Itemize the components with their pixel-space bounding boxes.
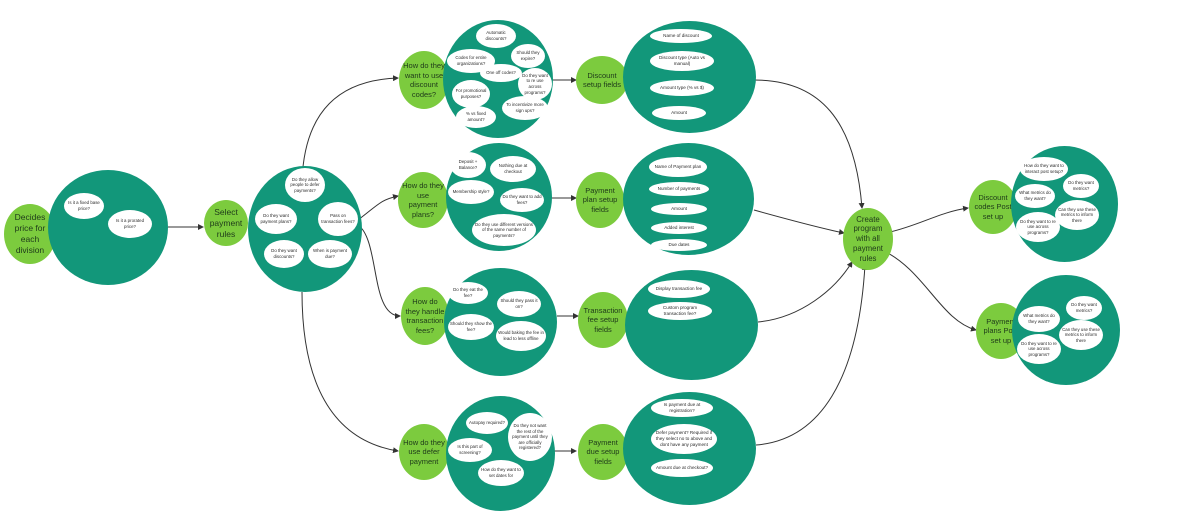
edge-planfields-to-create: [753, 209, 845, 235]
discounts-question-bubble: Do they want discounts?: [264, 240, 304, 268]
plan-amount-field: Amount: [651, 203, 707, 215]
discount-codes-post-setup-node: Discount codes Post set up: [969, 180, 1017, 234]
discount-codes-question-node: How do they want to use discount codes?: [399, 51, 449, 109]
add-fees-bubble: Do they want to add fees?: [500, 188, 544, 212]
transaction-fee-setup-fields-node: Transaction fee setup fields: [578, 292, 628, 348]
edge-rules-to-fees: [357, 224, 401, 319]
due-question-bubble: When is payment due?: [308, 240, 352, 268]
discount-type-field: Discount type (Auto vs manual): [650, 51, 714, 71]
payment-plans-question-node: How do they use payment plans?: [398, 172, 448, 228]
amount-due-field: Amount due at checkout?: [651, 459, 713, 477]
edge-duefields-to-create: [755, 264, 868, 446]
display-fee-field: Display transaction fee: [648, 280, 710, 298]
defer-question-bubble: Do they allow people to defer payments?: [285, 168, 325, 202]
added-interest-field: Added interest: [651, 222, 707, 234]
transaction-fees-question-node: How do they handle transaction fees?: [401, 287, 449, 345]
due-at-registration-field: Is payment due at registration?: [651, 399, 713, 417]
which-metrics-bubble-2: What metrics do they want?: [1018, 306, 1060, 332]
discount-name-field: Name of discount: [650, 29, 712, 43]
baking-fee-bubble: Would baking the fee in lead to less off…: [496, 321, 546, 351]
expire-bubble: Should they expire?: [511, 44, 545, 68]
deposit-balance-bubble: Deposit + Balance?: [450, 152, 486, 178]
interact-post-setup-bubble: How do they want to interact post setup?: [1020, 157, 1068, 181]
payment-due-setup-fields-node: Payment due setup fields: [578, 424, 628, 480]
custom-fee-field: Custom program transaction fee?: [648, 302, 712, 320]
set-dates-bubble: How do they want to set dates for: [478, 460, 524, 486]
edge-rules-to-defer: [301, 291, 399, 454]
reuse-post-bubble-1: Do they want to re use across programs?: [1016, 212, 1060, 242]
eat-fee-bubble: Do they eat the fee?: [448, 282, 488, 304]
amount-type-field: Amount type (% vs $): [650, 80, 714, 96]
one-off-codes-bubble: One off codes?: [480, 64, 522, 82]
decides-price-node: Decides price for each division: [4, 204, 56, 264]
show-fee-bubble: Should they show the fee?: [448, 314, 494, 340]
pass-on-bubble: Should they pass it on?: [497, 291, 541, 317]
want-metrics-bubble-2: Do they want metrics?: [1066, 296, 1102, 320]
inform-metrics-bubble-1: Can they use these metrics to inform the…: [1055, 200, 1099, 230]
screening-bubble: Is this part of screening?: [448, 438, 492, 462]
select-payment-rules-node: Select payment rules: [204, 200, 248, 246]
edge-create-to-planspost: [881, 249, 977, 332]
fixed-price-bubble: Is it a fixed base price?: [64, 193, 104, 219]
which-metrics-bubble-1: What metrics do they want?: [1015, 184, 1055, 208]
due-dates-field: Due dates: [651, 239, 707, 251]
edge-rules-to-discount: [301, 75, 399, 181]
promotional-bubble: For promotional purposes?: [452, 80, 490, 108]
edge-rules-to-plans: [357, 194, 399, 221]
discount-setup-fields-node: Discount setup fields: [576, 56, 628, 104]
plan-name-field: Name of Payment plan: [649, 157, 707, 177]
officially-registered-bubble: Do they not want the rest of the payment…: [508, 413, 552, 461]
defer-payment-question-node: How do they use defer payment: [399, 424, 449, 480]
number-of-payments-field: Number of payments: [649, 182, 709, 196]
different-versions-bubble: Do they use different versions of the sa…: [472, 214, 536, 246]
fees-question-bubble: Pass on transaction fees?: [318, 202, 358, 236]
membership-bubble: Membership style?: [448, 180, 494, 204]
percent-fixed-bubble: % vs fixed amount?: [456, 106, 496, 128]
edge-create-to-discountpost: [889, 205, 969, 233]
autopay-bubble: Autopay required?: [466, 412, 508, 434]
defer-payment-field: Defer payment? Required if they select n…: [651, 424, 717, 454]
create-program-node: Create program with all payment rules: [843, 208, 893, 270]
reuse-post-bubble-2: Do they want to re use across programs?: [1017, 334, 1061, 364]
incentivize-bubble: To incentivize more sign ups?: [502, 96, 548, 120]
automatic-discounts-bubble: Automatic discounts?: [476, 24, 516, 48]
reuse-programs-bubble: Do they want to re use across programs?: [518, 68, 552, 100]
want-metrics-bubble-1: Do they want metrics?: [1063, 174, 1099, 198]
discount-amount-field: Amount: [652, 106, 706, 120]
plans-question-bubble: Do they want payment plans?: [255, 204, 297, 234]
edge-discountfields-to-create: [753, 79, 865, 209]
payment-plan-setup-fields-node: Payment plan setup fields: [576, 172, 624, 228]
nothing-due-bubble: Nothing due at checkout: [490, 156, 536, 182]
prorated-price-bubble: Is it a prorated price?: [108, 210, 152, 238]
inform-metrics-bubble-2: Can they use these metrics to inform the…: [1059, 320, 1103, 350]
edge-feefields-to-create: [757, 261, 853, 323]
